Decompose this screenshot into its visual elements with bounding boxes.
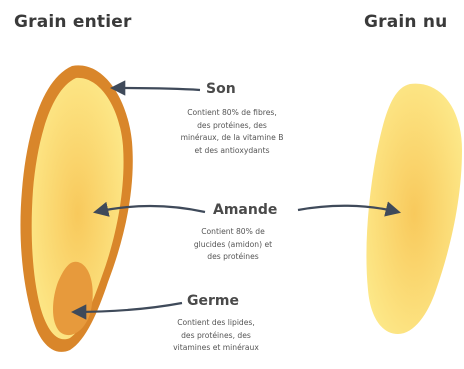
description-germe-line: Contient des lipides, (148, 317, 284, 330)
title-whole-grain: Grain entier (14, 12, 132, 32)
description-son-line: et des antioxydants (152, 145, 312, 158)
description-son-line: des protéines, des (152, 120, 312, 133)
label-amande: Amande (213, 202, 277, 218)
description-son-line: Contient 80% de fibres, (152, 107, 312, 120)
description-germe: Contient des lipides, des protéines, des… (148, 317, 284, 355)
description-amande-line: Contient 80% de (172, 226, 294, 239)
label-son: Son (206, 81, 236, 97)
arrow-son (113, 88, 200, 90)
description-amande-line: glucides (amidon) et (172, 239, 294, 252)
label-germe: Germe (187, 293, 239, 309)
description-germe-line: vitamines et minéraux (148, 342, 284, 355)
title-naked-grain: Grain nu (364, 12, 447, 32)
description-amande-line: des protéines (172, 251, 294, 264)
description-amande: Contient 80% de glucides (amidon) et des… (172, 226, 294, 264)
description-son-line: minéraux, de la vitamine B (152, 132, 312, 145)
description-son: Contient 80% de fibres, des protéines, d… (152, 107, 312, 157)
description-germe-line: des protéines, des (148, 330, 284, 343)
